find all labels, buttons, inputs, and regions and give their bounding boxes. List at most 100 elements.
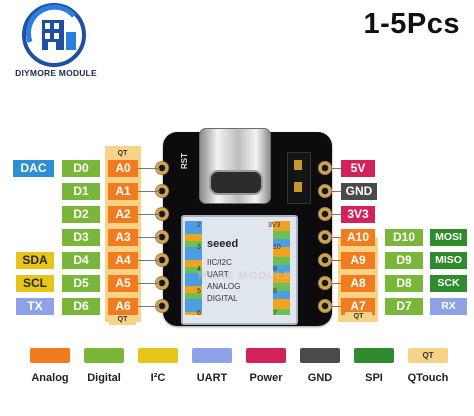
led-icon <box>294 160 302 170</box>
legend-swatch-spi <box>354 348 394 363</box>
pin-label-a5: A5 <box>108 275 138 292</box>
pin-pad-left <box>155 207 169 221</box>
pin-label-d2: D2 <box>62 206 100 223</box>
chip-pin-number: 6 <box>197 310 201 317</box>
pin-label-mosi: MOSI <box>430 229 467 246</box>
pin-label-d8: D8 <box>385 275 423 292</box>
legend-label-i2c: I²C <box>150 372 166 384</box>
legend-label-qtouch: QTouch <box>407 372 449 384</box>
pin-label-a0: A0 <box>108 160 138 177</box>
pin-pad-right <box>318 207 332 221</box>
pin-pad-left <box>155 253 169 267</box>
pin-pad-right <box>318 184 332 198</box>
legend-swatch-digital <box>84 348 124 363</box>
pin-label-miso: MISO <box>430 252 467 269</box>
pin-lead <box>138 237 160 238</box>
pin-label-3v3: 3V3 <box>341 206 375 223</box>
pin-label-d0: D0 <box>62 160 100 177</box>
pin-label-d6: D6 <box>62 298 100 315</box>
pin-label-a2: A2 <box>108 206 138 223</box>
pin-label-a8: A8 <box>341 275 375 292</box>
chip-label: IIC/I2C <box>207 258 232 267</box>
pin-label-a4: A4 <box>108 252 138 269</box>
legend-label-uart: UART <box>196 372 228 384</box>
qtouch-cap: QT <box>109 149 136 159</box>
pin-label-d4: D4 <box>62 252 100 269</box>
pin-lead <box>331 260 341 261</box>
legend-swatch-uart <box>192 348 232 363</box>
pin-label-sda: SDA <box>16 252 54 269</box>
pin-lead <box>138 214 160 215</box>
pin-pad-right <box>318 230 332 244</box>
legend-swatch-qtouch: QT <box>408 348 448 363</box>
legend-swatch-i2c <box>138 348 178 363</box>
pin-lead <box>138 168 160 169</box>
pin-lead <box>331 168 341 169</box>
pin-label-a10: A10 <box>341 229 375 246</box>
legend-swatch-gnd <box>300 348 340 363</box>
pin-label-dac: DAC <box>13 160 54 177</box>
chip-pin-number: 8 <box>273 288 277 295</box>
pin-label-a6: A6 <box>108 298 138 315</box>
chip-pin-number: 2 <box>197 222 201 229</box>
chip-brand: seeed <box>207 238 239 250</box>
led-icon <box>294 182 302 192</box>
quantity-title: 1-5Pcs <box>363 8 460 40</box>
pin-lead <box>138 283 160 284</box>
pin-pad-right <box>318 276 332 290</box>
pin-pad-left <box>155 184 169 198</box>
watermark: MORE MODULE <box>197 270 293 282</box>
pin-label-d5: D5 <box>62 275 100 292</box>
reset-label: RST <box>180 153 189 169</box>
chip-color-strip-right <box>273 221 290 315</box>
legend-label-digital: Digital <box>87 372 121 384</box>
legend-label-spi: SPI <box>365 372 383 384</box>
pin-label-a3: A3 <box>108 229 138 246</box>
chip-color-strip-left <box>185 221 202 315</box>
pin-pad-right <box>318 161 332 175</box>
pin-label-a7: A7 <box>341 298 375 315</box>
pin-label-tx: TX <box>16 298 54 315</box>
pin-label-d9: D9 <box>385 252 423 269</box>
chip-pin-number: 7 <box>273 310 277 317</box>
chip-text: seeed IIC/I2C UART ANALOG DIGITAL <box>205 236 267 316</box>
pin-lead <box>331 283 341 284</box>
pin-label-d1: D1 <box>62 183 100 200</box>
chip-label: ANALOG <box>207 282 241 291</box>
chip-pin-number: 3V3 <box>268 222 281 229</box>
pin-label-scl: SCL <box>16 275 54 292</box>
pin-pad-right <box>318 299 332 313</box>
chip-pin-number: 3 <box>197 244 201 251</box>
diymore-logo-icon <box>22 3 86 67</box>
pin-lead <box>331 237 341 238</box>
pin-lead <box>138 191 160 192</box>
legend-swatch-analog <box>30 348 70 363</box>
pin-label-d10: D10 <box>385 229 423 246</box>
chip-pin-number: 5 <box>197 288 201 295</box>
qtouch-cap: QT <box>109 315 136 325</box>
qtouch-cap: QT <box>345 312 372 322</box>
legend-label-gnd: GND <box>307 372 333 384</box>
pin-lead <box>331 191 341 192</box>
pin-label-d7: D7 <box>385 298 423 315</box>
pin-pad-right <box>318 253 332 267</box>
pin-lead <box>331 306 341 307</box>
pin-pad-left <box>155 276 169 290</box>
pin-label-a1: A1 <box>108 183 138 200</box>
chip-pin-number: 4 <box>197 266 201 273</box>
pin-label-gnd: GND <box>341 183 377 200</box>
pin-label-a9: A9 <box>341 252 375 269</box>
pin-label-rx: RX <box>430 298 467 315</box>
pin-pad-left <box>155 230 169 244</box>
legend-swatch-power <box>246 348 286 363</box>
pin-pad-left <box>155 299 169 313</box>
pin-lead <box>138 260 160 261</box>
brand-logo: DIYMORE MODULE <box>4 2 104 84</box>
brand-name: DIYMORE MODULE <box>15 68 97 78</box>
legend-label-analog: Analog <box>31 372 69 384</box>
pin-label-sck: SCK <box>430 275 467 292</box>
pin-label-d3: D3 <box>62 229 100 246</box>
pin-pad-left <box>155 161 169 175</box>
legend-label-power: Power <box>249 372 283 384</box>
pin-lead <box>331 214 341 215</box>
